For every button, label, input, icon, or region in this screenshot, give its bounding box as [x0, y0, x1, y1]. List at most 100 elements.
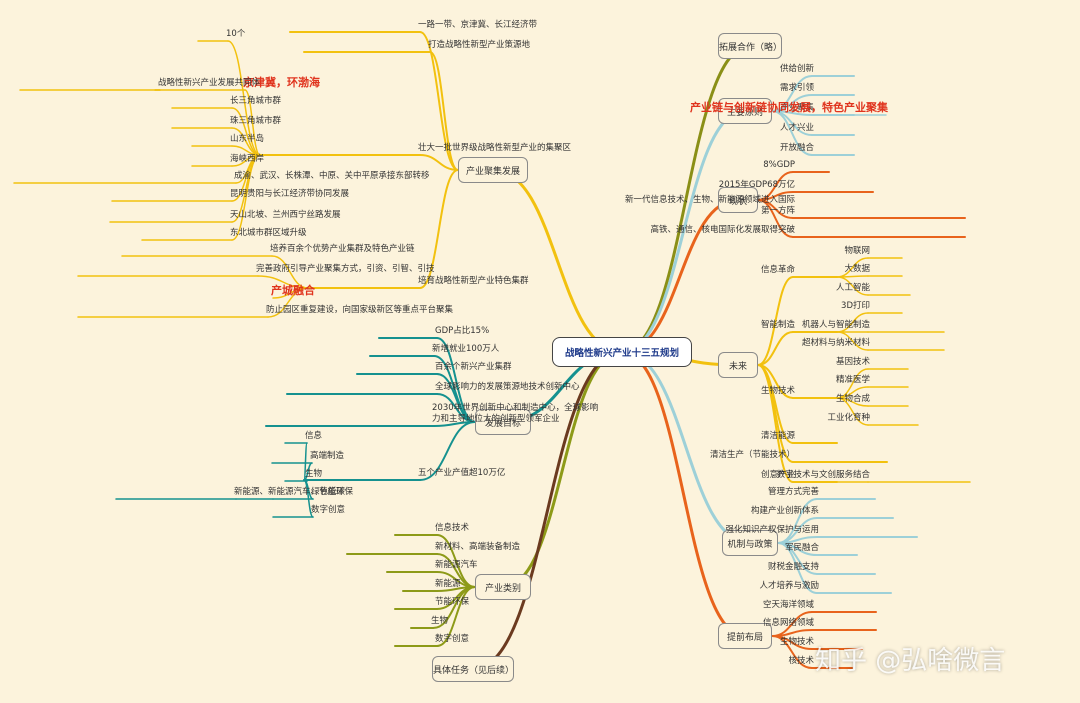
node-label[interactable]: 生物技术 — [760, 386, 795, 396]
branch-node[interactable]: 现状 — [718, 187, 758, 213]
branch-node[interactable]: 具体任务（见后续） — [432, 656, 514, 682]
branch-node[interactable]: 提前布局 — [718, 623, 772, 649]
node-label[interactable]: 3D打印 — [841, 301, 870, 311]
connector-branches-1-children-5-4 — [303, 479, 314, 518]
branch-node[interactable]: 主要原则 — [718, 98, 772, 124]
node-label[interactable]: 打造战略性新型产业策源地 — [428, 40, 531, 50]
node-label[interactable]: 超材料与纳米材料 — [801, 338, 870, 348]
node-label[interactable]: 精准医学 — [835, 375, 870, 385]
node-label[interactable]: 成渝、武汉、长株潭、中原、关中平原承接东部转移 — [234, 171, 430, 181]
node-label[interactable]: 高铁、通信、核电国际化发展取得突破 — [650, 225, 795, 235]
node-label[interactable]: 防止园区重复建设，向国家级新区等重点平台聚集 — [266, 305, 454, 315]
node-label[interactable]: 绿色低碳 — [311, 487, 346, 497]
node-label[interactable]: 天山北坡、兰州西宁丝路发展 — [230, 210, 341, 220]
node-label[interactable]: 创意产业 — [760, 470, 795, 480]
node-label[interactable]: 8%GDP — [763, 160, 795, 170]
node-label[interactable]: 海峡西岸 — [230, 154, 265, 164]
node-label[interactable]: 人工智能 — [835, 283, 870, 293]
node-label[interactable]: 构建产业创新体系 — [750, 506, 819, 516]
node-label[interactable]: 产城融合 — [271, 284, 315, 297]
node-label[interactable]: 培育战略性新型产业特色集群 — [418, 276, 529, 286]
node-label[interactable]: 珠三角城市群 — [230, 116, 282, 126]
node-label[interactable]: 五个产业产值超10万亿 — [418, 468, 506, 478]
branch-node[interactable]: 拓展合作（略） — [718, 33, 782, 59]
node-label[interactable]: 长三角城市群 — [230, 96, 282, 106]
node-label[interactable]: 空天海洋领域 — [762, 600, 814, 610]
node-label[interactable]: 清洁能源 — [760, 431, 795, 441]
node-label[interactable]: 新增就业100万人 — [432, 344, 500, 354]
node-label[interactable]: 数字创意 — [435, 634, 470, 644]
node-label[interactable]: 人才培养与激励 — [759, 581, 819, 591]
branch-node[interactable]: 产业聚集发展 — [458, 157, 528, 183]
node-label[interactable]: 产业聚集 — [779, 103, 814, 113]
node-label[interactable]: 生物 — [305, 469, 323, 479]
node-label[interactable]: 信息网络领域 — [762, 618, 814, 628]
connector-branches-7-children-0-2 — [836, 276, 869, 296]
node-label[interactable]: 需求引领 — [779, 83, 814, 93]
node-label[interactable]: 信息革命 — [760, 265, 795, 275]
node-label[interactable]: 生物合成 — [835, 394, 870, 404]
node-label[interactable]: 军民融合 — [784, 543, 819, 553]
node-label[interactable]: 大数据 — [844, 264, 870, 274]
node-label[interactable]: 东北城市群区域升级 — [230, 228, 307, 238]
connector-branches-7-1 — [757, 331, 794, 366]
connector-branches-9-1 — [771, 629, 813, 637]
connector-branches-1-5 — [419, 421, 476, 481]
node-label[interactable]: 智能制造 — [760, 320, 795, 330]
node-label[interactable]: 基因技术 — [835, 357, 870, 367]
node-label[interactable]: 高端制造 — [310, 451, 345, 461]
node-label[interactable]: 新一代信息技术、生物、新能源领域进入国际第一方阵 — [624, 195, 795, 216]
connector-branches-0-children-2-1 — [244, 89, 261, 156]
node-label[interactable]: 新能源汽车 — [435, 560, 478, 570]
branch-node[interactable]: 发展目标 — [475, 409, 531, 435]
node-label[interactable]: 新材料、高端装备制造 — [435, 542, 521, 552]
node-label[interactable]: 节能环保 — [435, 597, 470, 607]
node-label[interactable]: GDP占比15% — [435, 326, 490, 336]
branch-node[interactable]: 产业类别 — [475, 574, 531, 600]
node-label[interactable]: 壮大一批世界级战略性新型产业的集聚区 — [418, 143, 572, 153]
node-label[interactable]: 2030年世界创新中心和制造中心，全球影响力和主导地位大的创新型领军企业 — [432, 403, 599, 424]
node-label[interactable]: 培养百余个优势产业集群及特色产业链 — [270, 244, 415, 254]
connector-branches-0-2 — [419, 154, 459, 171]
node-label[interactable]: 2015年GDP68万亿 — [718, 180, 795, 190]
node-label[interactable]: 供给创新 — [779, 64, 814, 74]
node-label[interactable]: 百余个新兴产业集群 — [435, 362, 512, 372]
node-label[interactable]: 昆明贵阳与长江经济带协同发展 — [230, 189, 350, 199]
branch-node[interactable]: 未来 — [718, 352, 758, 378]
node-label[interactable]: 强化知识产权保护与运用 — [725, 525, 819, 535]
node-label[interactable]: 一路一带、京津冀、长江经济带 — [418, 20, 538, 30]
node-label[interactable]: 战略性新兴产业发展共同体 — [158, 78, 261, 88]
node-label[interactable]: 开放融合 — [779, 143, 814, 153]
node-label[interactable]: 核技术 — [788, 656, 814, 666]
connector-branches-0-children-3-3 — [267, 287, 309, 318]
node-label[interactable]: 机器人与智能制造 — [801, 320, 870, 330]
node-label[interactable]: 工业化育种 — [827, 413, 870, 423]
branch-connector — [471, 350, 624, 671]
node-label[interactable]: 清洁生产（节能技术） — [709, 450, 795, 460]
node-label[interactable]: 全球影响力的发展策源地技术创新中心 — [435, 382, 580, 392]
node-label[interactable]: 人才兴业 — [779, 123, 814, 133]
node-label[interactable]: 10个 — [226, 29, 246, 39]
node-label[interactable]: 信息 — [305, 431, 323, 441]
node-label[interactable]: 生物技术 — [779, 637, 814, 647]
node-label[interactable]: 山东半岛 — [230, 134, 265, 144]
node-label[interactable]: 完善政府引导产业聚集方式，引资、引智、引技 — [256, 264, 435, 274]
node-label[interactable]: 数字创意 — [311, 505, 346, 515]
node-label[interactable]: 财税金融支持 — [767, 562, 819, 572]
connector-branches-7-children-2-3 — [836, 397, 869, 426]
node-label[interactable]: 生物 — [431, 616, 449, 626]
connector-branches-9-3 — [771, 635, 813, 669]
branch-node[interactable]: 机制与政策 — [722, 530, 778, 556]
root-node[interactable]: 战略性新兴产业十三五规划 — [551, 337, 693, 367]
node-label[interactable]: 信息技术 — [435, 523, 470, 533]
node-label[interactable]: 新能源、新能源汽车、节能环保 — [234, 487, 354, 497]
node-label[interactable]: 数字技术与文创服务结合 — [776, 470, 870, 480]
branch-connector — [620, 350, 752, 545]
node-label[interactable]: 物联网 — [844, 246, 870, 256]
node-label[interactable]: 新能源 — [435, 579, 461, 589]
node-label[interactable]: 京津冀，环渤海 — [243, 76, 320, 89]
node-label[interactable]: 产业链与创新链协同发展，特色产业聚集 — [690, 101, 888, 114]
node-label[interactable]: 管理方式完善 — [767, 487, 819, 497]
